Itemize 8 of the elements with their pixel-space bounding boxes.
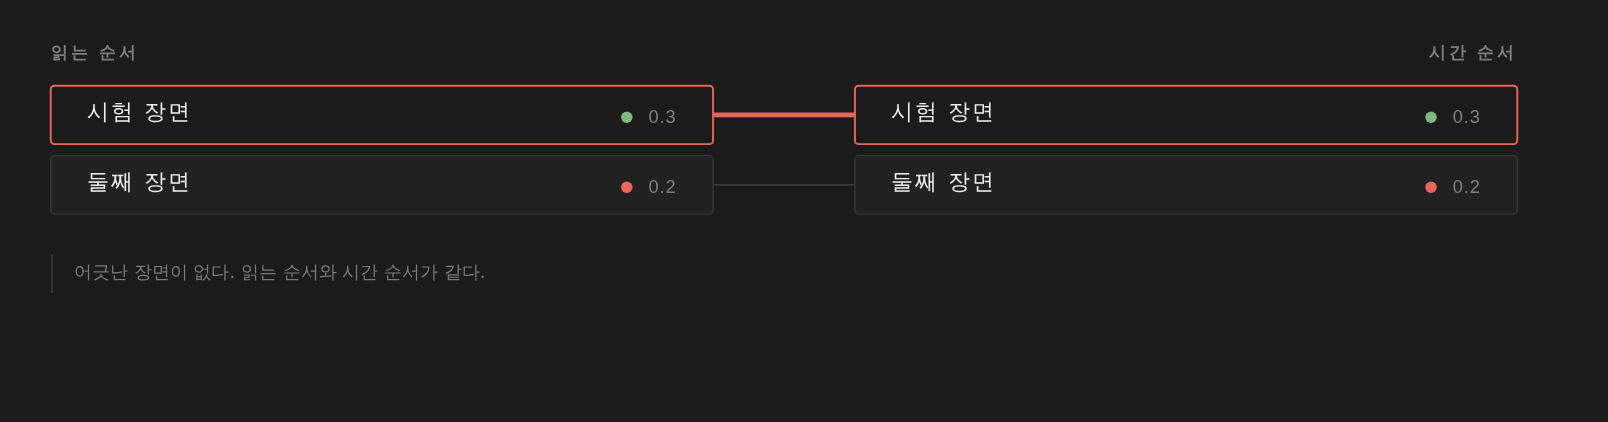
node-box: 둘째 장면 0.2 bbox=[50, 154, 714, 215]
node-box: 둘째 장면 0.2 bbox=[854, 154, 1518, 215]
column-heading: 시간 순서 bbox=[1429, 42, 1517, 64]
note-text: 어긋난 장면이 없다. 읽는 순서와 시간 순서가 같다. bbox=[74, 260, 486, 284]
node-box: 시험 장면 0.3 bbox=[853, 84, 1519, 146]
node-box: 시험 장면 0.3 bbox=[49, 84, 715, 146]
connector bbox=[713, 112, 855, 118]
column-heading: 읽는 순서 bbox=[51, 42, 139, 64]
